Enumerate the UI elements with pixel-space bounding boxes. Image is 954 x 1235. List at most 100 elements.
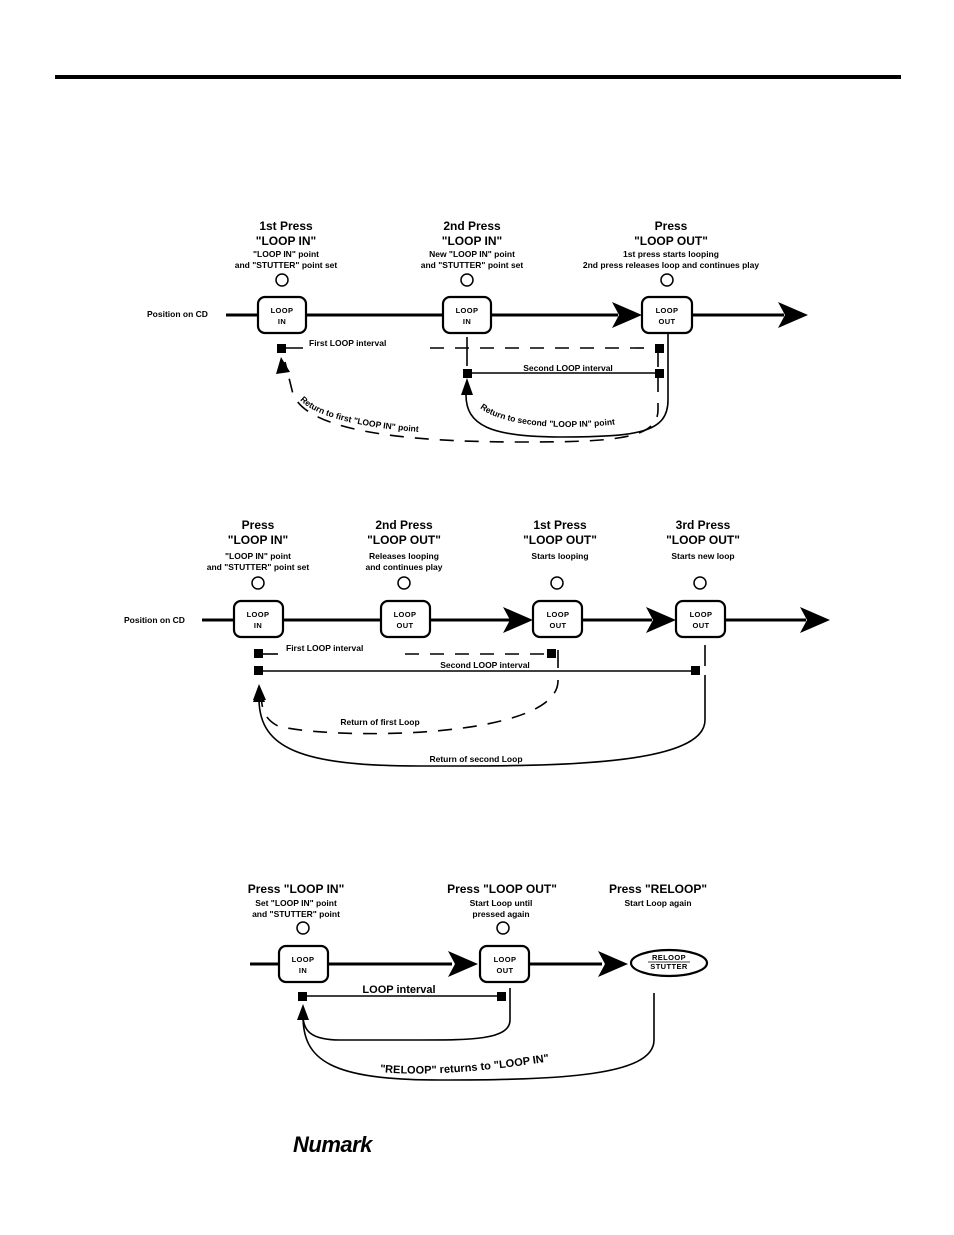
diagram-2: Press "LOOP IN" "LOOP IN" point and "STU… [124, 518, 830, 767]
d1-press-1-desc-2: and "STUTTER" point set [235, 260, 338, 270]
d2-press-1-subtitle: "LOOP IN" [228, 533, 289, 547]
d1-return-1-arrowhead [276, 357, 290, 374]
d1-btn3-top: LOOP [656, 306, 679, 315]
d2-return-2-arrowhead [253, 686, 265, 702]
d1-loop-in-button-1: LOOP IN [256, 295, 308, 335]
d1-btn1-bottom: IN [278, 317, 286, 326]
d3-btn3-bottom: STUTTER [650, 962, 688, 971]
d2-btn4-top: LOOP [690, 610, 713, 619]
d2-press-4-caption: 3rd Press "LOOP OUT" Starts new loop [666, 518, 740, 561]
d1-return-2-curve [465, 333, 669, 438]
d2-led-2 [397, 576, 411, 590]
d1-interval-2-end-marker [655, 369, 664, 378]
d1-press-1-desc-1: "LOOP IN" point [253, 249, 319, 259]
d3-btn1-top: LOOP [292, 955, 315, 964]
d2-btn2-bottom: OUT [396, 621, 413, 630]
d2-interval-1-label: First LOOP interval [286, 643, 363, 653]
d1-loop-out-button: LOOP OUT [640, 295, 694, 335]
d3-press-1-desc-1: Set "LOOP IN" point [255, 898, 337, 908]
d3-press-3-title: Press "RELOOP" [609, 882, 707, 896]
d1-return-2-label: Return to second "LOOP IN" point [479, 401, 616, 429]
d1-press-2-subtitle: "LOOP IN" [442, 234, 503, 248]
d3-loop-out-button: LOOP OUT [478, 944, 531, 984]
d2-interval-1-end-marker [547, 649, 556, 658]
d2-interval-1-start-marker [254, 649, 263, 658]
d1-press-3-desc-2: 2nd press releases loop and continues pl… [583, 260, 759, 270]
d1-btn3-bottom: OUT [658, 317, 675, 326]
d2-press-3-subtitle: "LOOP OUT" [523, 533, 597, 547]
d2-loop-out-button-1st: LOOP OUT [531, 599, 584, 639]
d1-press-2-desc-2: and "STUTTER" point set [421, 260, 524, 270]
d1-position-label: Position on CD [147, 309, 208, 319]
d3-press-2-desc-1: Start Loop until [470, 898, 533, 908]
d2-press-3-title: 1st Press [533, 518, 587, 532]
d2-interval-2-start-marker [254, 666, 263, 675]
d3-loop-return-arrowhead [297, 1004, 309, 1020]
d2-return-2-label: Return of second Loop [429, 754, 522, 764]
d3-btn3-top: RELOOP [652, 953, 686, 962]
diagram-1: 1st Press "LOOP IN" "LOOP IN" point and … [147, 219, 808, 443]
d2-loop-in-button: LOOP IN [232, 599, 285, 639]
d2-led-3 [550, 576, 564, 590]
d1-loop-in-button-2: LOOP IN [441, 295, 493, 335]
d3-btn2-bottom: OUT [496, 966, 513, 975]
d1-btn2-top: LOOP [456, 306, 479, 315]
d1-interval-2-label: Second LOOP interval [523, 363, 613, 373]
d1-btn1-top: LOOP [271, 306, 294, 315]
d3-arrowhead-2 [598, 951, 628, 977]
d3-btn2-top: LOOP [494, 955, 517, 964]
d1-interval-1-start-marker [277, 344, 286, 353]
d2-interval-2-label: Second LOOP interval [440, 660, 530, 670]
d2-press-1-title: Press [242, 518, 275, 532]
d3-reloop-return-curve [302, 993, 655, 1081]
d2-loop-out-button-2nd: LOOP OUT [379, 599, 432, 639]
d2-return-2-curve [258, 675, 706, 767]
d1-led-3 [660, 273, 674, 287]
d2-btn4-bottom: OUT [692, 621, 709, 630]
d1-press-2-title: 2nd Press [443, 219, 501, 233]
d2-arrowhead-2 [646, 607, 676, 633]
d3-interval-start-marker [298, 992, 307, 1001]
d3-press-2-caption: Press "LOOP OUT" Start Loop until presse… [447, 882, 557, 919]
d1-led-1 [275, 273, 289, 287]
d2-press-2-title: 2nd Press [375, 518, 433, 532]
d2-led-4 [693, 576, 707, 590]
d2-press-4-subtitle: "LOOP OUT" [666, 533, 740, 547]
d3-interval-label: LOOP interval [362, 984, 435, 996]
d3-arrowhead-1 [448, 951, 478, 977]
d2-press-2-caption: 2nd Press "LOOP OUT" Releases looping an… [366, 518, 443, 572]
d1-arrowhead-end [778, 302, 808, 328]
d1-press-2-desc-1: New "LOOP IN" point [429, 249, 515, 259]
d3-press-2-desc-2: pressed again [472, 909, 529, 919]
diagram-3: Press "LOOP IN" Set "LOOP IN" point and … [248, 882, 709, 1081]
d2-press-1-desc-2: and "STUTTER" point set [207, 562, 310, 572]
d2-btn3-top: LOOP [547, 610, 570, 619]
d2-btn1-top: LOOP [247, 610, 270, 619]
d3-press-3-desc-1: Start Loop again [624, 898, 691, 908]
d2-btn2-top: LOOP [394, 610, 417, 619]
d3-reloop-return-label: "RELOOP" returns to "LOOP IN" [380, 1052, 550, 1076]
d1-press-1-caption: 1st Press "LOOP IN" "LOOP IN" point and … [235, 219, 338, 270]
d2-interval-2-end-marker [691, 666, 700, 675]
numark-logo: Numark [293, 1132, 374, 1157]
d2-btn1-bottom: IN [254, 621, 262, 630]
d3-btn1-bottom: IN [299, 966, 307, 975]
d1-interval-1-end-marker [655, 344, 664, 353]
d2-btn3-bottom: OUT [549, 621, 566, 630]
d1-press-3-desc-1: 1st press starts looping [623, 249, 719, 259]
d3-loop-return-curve [302, 988, 511, 1041]
d3-press-1-title: Press "LOOP IN" [248, 882, 345, 896]
d3-reloop-stutter-button: RELOOP STUTTER [629, 948, 709, 978]
d2-press-2-subtitle: "LOOP OUT" [367, 533, 441, 547]
d1-interval-2-start-marker [463, 369, 472, 378]
d2-loop-out-button-3rd: LOOP OUT [674, 599, 727, 639]
d2-press-1-caption: Press "LOOP IN" "LOOP IN" point and "STU… [207, 518, 310, 572]
d1-arrowhead-1 [612, 302, 642, 328]
d1-led-2 [460, 273, 474, 287]
d1-press-2-caption: 2nd Press "LOOP IN" New "LOOP IN" point … [421, 219, 524, 270]
d3-led-1 [296, 921, 310, 935]
d2-press-1-desc-1: "LOOP IN" point [225, 551, 291, 561]
d3-led-2 [496, 921, 510, 935]
d2-press-3-desc-1: Starts looping [531, 551, 588, 561]
d3-interval-end-marker [497, 992, 506, 1001]
